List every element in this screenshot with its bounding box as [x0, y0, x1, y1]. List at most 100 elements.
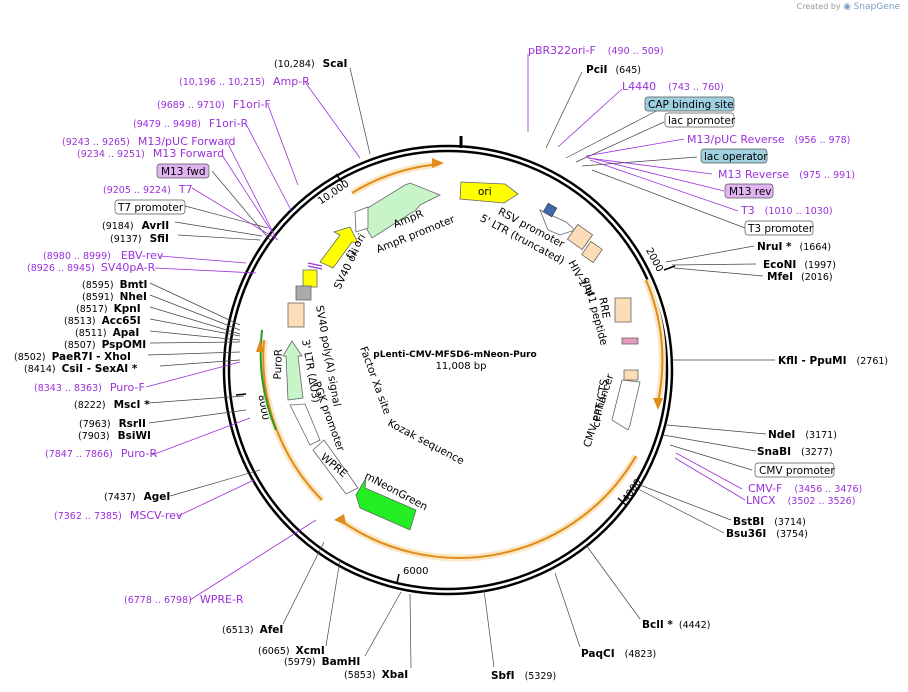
ori-arrow — [459, 181, 519, 204]
enzyme-bamhi: (5979)BamHI — [284, 656, 360, 668]
orf-arc-bottom-line — [339, 455, 637, 559]
primer-puro-f: (8343 .. 8363)Puro-F — [34, 381, 145, 394]
enzyme-xbai: (5853)XbaI — [344, 669, 408, 681]
ampr-arrow — [357, 182, 441, 239]
orf-arrowheads — [256, 158, 663, 525]
primer-ebv-rev: (8980 .. 8999)EBV-rev — [43, 249, 164, 262]
backbone-outer — [222, 144, 674, 596]
puror-label: PuroR — [272, 349, 285, 380]
wpre-shape — [312, 439, 359, 495]
rre-box — [614, 297, 632, 323]
enzyme-pspomi: (8507)PspOMI — [64, 339, 146, 351]
enzyme-acc65i: (8513)Acc65I — [64, 315, 141, 327]
t3-promoter-label: T3 promoter — [747, 223, 814, 235]
m13-rev-box — [724, 183, 774, 199]
cmv-promoter-label: CMV promoter — [759, 465, 835, 477]
primer-puro-r: (7847 .. 7866)Puro-R — [45, 447, 157, 460]
cmv-enhancer-arrow — [611, 379, 641, 431]
gp41-box — [621, 337, 639, 345]
enzyme-bstbi: BstBI(3714) — [733, 516, 806, 528]
pgk-promoter-arrow — [289, 403, 321, 446]
enzyme-kpni: (8517)KpnI — [76, 303, 141, 315]
lac-promoter-box — [664, 112, 735, 128]
mneongreen-arrow — [355, 477, 417, 531]
puror-arrow — [282, 340, 304, 401]
t3-promoter-box — [744, 220, 814, 236]
primer-m13-reverse: M13 Reverse(975 .. 991) — [718, 168, 855, 181]
enzyme-ndei: NdeI(3171) — [768, 429, 837, 441]
enzyme-sbfi: SbfI(5329) — [491, 670, 556, 682]
snapgene-credit: Created by ◉ SnapGene — [797, 2, 900, 12]
enzyme-afei: (6513)AfeI — [222, 624, 283, 636]
enzyme-bsu36i: Bsu36I(3754) — [726, 528, 808, 540]
credit-brand: SnapGene — [853, 2, 900, 12]
enzyme-sfii: (9137)SfiI — [110, 233, 169, 245]
enzyme-paer7i-xhoi: (8502)PaeR7I - XhoI — [14, 351, 131, 363]
enzyme-kfli-ppumi: KflI - PpuMI(2761) — [778, 355, 888, 367]
orf-arcs — [259, 160, 666, 562]
snapgene-logo-icon: ◉ — [843, 2, 852, 12]
enzyme-snabi: SnaBI(3277) — [757, 446, 833, 458]
enzyme-bsiwi: (7903)BsiWI — [78, 430, 151, 442]
t7-promoter-label: T7 promoter — [117, 202, 184, 214]
primer-t3: T3(1010 .. 1030) — [740, 204, 833, 217]
tick-label-4000: 4000 — [621, 477, 645, 504]
ltr5-box — [581, 240, 603, 264]
enzyme-mfei: MfeI(2016) — [767, 271, 833, 283]
sv40-ori-stripes — [307, 262, 323, 270]
primer-leader-lines — [145, 54, 746, 601]
primer-lncx: LNCX(3502 .. 3526) — [746, 494, 855, 507]
m13-rev-label: M13 rev — [729, 186, 772, 198]
enzyme-bcli: BclI *(4442) — [642, 619, 710, 631]
ltr3-box — [287, 302, 305, 328]
enzyme-paqci: PaqCI(4823) — [581, 648, 656, 660]
m13-fwd-box — [156, 163, 210, 179]
credit-prefix: Created by — [796, 2, 841, 11]
enzyme-nhei: (8591)NheI — [82, 291, 147, 303]
primer-m13-puc-forward: (9243 .. 9265)M13/pUC Forward — [62, 135, 236, 148]
enzyme-econi: EcoNI(1997) — [763, 259, 836, 271]
primer-wpre-r: (6778 .. 6798)WPRE-R — [124, 593, 244, 606]
t7-promoter-box — [114, 199, 186, 215]
map-size: 11,008 bp — [436, 361, 487, 372]
leader-lines — [147, 67, 775, 669]
enzyme-nrui: NruI *(1664) — [757, 241, 831, 253]
enzyme-xcmi: (6065)XcmI — [258, 645, 325, 657]
enzyme-agei: (7437)AgeI — [104, 491, 170, 503]
primer-amp-r: (10,196 .. 10,215)Amp-R — [179, 75, 310, 88]
backbone-inner — [227, 149, 669, 591]
kozak-label: Kozak sequence — [386, 417, 466, 467]
primer-f1ori-r: (9479 .. 9498)F1ori-R — [133, 117, 248, 130]
hiv-psi-box — [566, 223, 594, 251]
ori-label: ori — [478, 186, 492, 198]
primer-sv40pa-r: (8926 .. 8945)SV40pA-R — [27, 261, 156, 274]
cppt-box — [623, 369, 639, 381]
m13-fwd-label: M13 fwd — [161, 166, 206, 178]
primer-m13-forward: (9234 .. 9251)M13 Forward — [77, 147, 224, 160]
lac-operator-box — [700, 148, 768, 164]
rsv-promoter-arrow — [539, 209, 576, 236]
f1-ori-arrow — [319, 226, 359, 269]
ampr-promoter-arrow — [354, 206, 369, 233]
enzyme-csii-sexai: (8414)CsiI - SexAI * — [24, 363, 138, 375]
rre-label: RRE — [596, 296, 612, 319]
lac-promoter-label: lac promoter — [668, 115, 736, 127]
enzyme-rsrii: (7963)RsrII — [79, 418, 146, 430]
map-title: pLenti-CMV-MFSD6-mNeon-Puro — [373, 350, 536, 360]
enzyme-apai: (8511)ApaI — [75, 327, 139, 339]
orf-arc-left-2 — [259, 329, 277, 431]
cap-binding-site-box — [644, 96, 735, 112]
primer-m13-puc-reverse: M13/pUC Reverse(956 .. 978) — [687, 133, 850, 146]
tick-label-2000: 2000 — [643, 246, 665, 274]
primer-pbr322ori-f: pBR322ori-F(490 .. 509) — [528, 44, 664, 57]
orf-arc-right-line — [645, 279, 664, 403]
enzyme-msci: (8222)MscI * — [74, 399, 150, 411]
lac-operator-label: lac operator — [704, 151, 768, 163]
enzyme-scai: (10,284)ScaI — [274, 58, 347, 70]
primer-mscv-rev: (7362 .. 7385)MSCV-rev — [54, 509, 183, 522]
cmv-promoter-box — [754, 462, 835, 478]
primer-t7: (9205 .. 9224)T7 — [103, 183, 193, 196]
enzyme-bmti: (8595)BmtI — [82, 279, 147, 291]
primer-cmv-f: CMV-F(3456 .. 3476) — [748, 482, 862, 495]
